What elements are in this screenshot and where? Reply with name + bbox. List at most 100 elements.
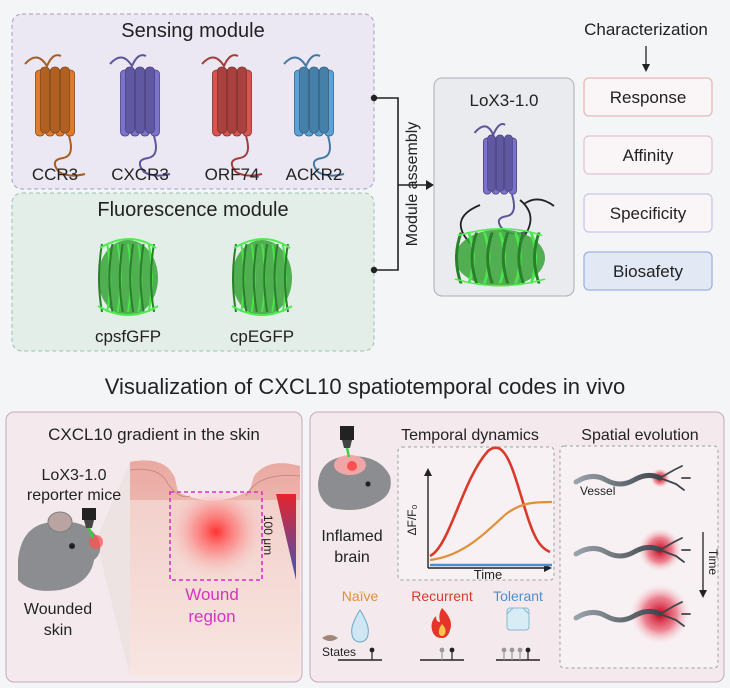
vessel-sequence	[573, 465, 691, 644]
gfp-cpegfp-strand	[263, 243, 269, 313]
receptor-cxcr3-helix	[135, 66, 145, 134]
state-label-0: Naïve	[342, 588, 379, 604]
spatial-title: Spatial evolution	[581, 427, 698, 444]
time-arrow-head	[699, 590, 707, 598]
chart-x-label: Time	[474, 567, 502, 582]
gfp-cpegfp-barrel	[232, 240, 292, 316]
state-pin-head	[509, 647, 515, 653]
inflammation-spot	[347, 461, 357, 471]
gfp-cpsfgfp-strand	[118, 243, 124, 313]
gradient-scale	[276, 494, 296, 580]
objective-icon	[82, 508, 96, 539]
gfp-cpsfgfp-strand	[98, 243, 103, 313]
assembly-arrow-head	[426, 180, 434, 190]
receptor-ccr3	[24, 54, 86, 177]
characterization-column: Characterization ResponseAffinitySpecifi…	[583, 20, 713, 291]
flame-icon	[431, 608, 451, 638]
ice-cube-edge-icon	[506, 607, 530, 615]
gfp-cpsfgfp-strand	[108, 243, 114, 313]
characterization-label: Specificity	[610, 204, 687, 223]
mouse-ear	[47, 511, 73, 533]
product-title: LoX3-1.0	[470, 91, 539, 110]
characterization-title: Characterization	[584, 20, 708, 39]
product-gfp-strand	[470, 232, 479, 284]
vessel-label: Vessel	[580, 484, 615, 498]
naive-curve	[429, 500, 553, 562]
flame-core-icon	[438, 624, 446, 636]
receptor-orf74-helix	[227, 66, 237, 134]
product-gfp-strand	[501, 232, 510, 284]
objective-body	[82, 508, 96, 520]
product-gfp	[454, 228, 546, 287]
temporal-title: Temporal dynamics	[401, 427, 539, 444]
wound-glow	[170, 492, 262, 580]
gfp-cpegfp-strand	[232, 243, 237, 313]
receptor-ccr3-n-terminus	[24, 54, 62, 69]
state-pin-head	[517, 647, 523, 653]
mouse-label-1: Wounded	[24, 601, 92, 618]
characterization-label: Affinity	[623, 146, 674, 165]
mouse-small-icon	[322, 635, 338, 641]
chart-y-label: ΔF/F₀	[405, 504, 419, 535]
gfp-cpsfgfp-barrel	[98, 240, 158, 316]
gfp-cpegfp-strand	[252, 243, 258, 313]
bracket-dot-top	[370, 94, 378, 102]
sensing-module-title: Sensing module	[121, 20, 264, 42]
fluorescent-protein-list: cpsfGFP cpEGFP	[95, 238, 294, 346]
receptor-ackr2-helix	[309, 66, 319, 134]
zoom-projection	[96, 462, 130, 676]
receptor-cxcr3-helix	[125, 66, 135, 134]
skin-panel: CXCL10 gradient in the skin Wound region…	[5, 411, 303, 683]
water-drop-icon	[351, 609, 369, 643]
brain-panel: Temporal dynamics Spatial evolution Infl…	[309, 411, 725, 683]
bracket-dot-bottom	[370, 266, 378, 274]
state-pin-head	[501, 647, 507, 653]
assembly-connector: Module assembly	[370, 94, 434, 274]
scale-label: 100 μm	[261, 515, 275, 555]
states-label: States	[322, 645, 356, 659]
gfp-cpegfp-strand	[273, 243, 279, 313]
assembly-bracket	[374, 97, 399, 271]
objective-lens	[84, 520, 94, 528]
characterization-item-specificity	[583, 193, 713, 233]
receptor-cxcr3-n-terminus	[109, 54, 147, 69]
receptor-label: ACKR2	[286, 165, 343, 184]
receptor-orf74-helix	[217, 66, 227, 134]
receptor-label: CCR3	[32, 165, 78, 184]
receptor-orf74-n-terminus	[201, 54, 239, 69]
state-pin-head	[439, 647, 445, 653]
gfp-label: cpsfGFP	[95, 327, 161, 346]
brain-objective-body	[340, 426, 354, 440]
objective-beam	[87, 527, 95, 539]
state-pin-head	[449, 647, 455, 653]
recurrent-curve	[429, 446, 551, 558]
receptor-ccr3-helix	[50, 66, 60, 134]
vessel-branch	[659, 537, 691, 563]
receptor-ackr2	[283, 54, 345, 177]
product-gfp-strand	[455, 232, 463, 284]
sensing-module-panel	[11, 13, 375, 190]
receptor-orf74	[201, 54, 263, 177]
product-gfp-strand	[486, 232, 494, 284]
characterization-arrow-head	[642, 64, 650, 72]
product-gfp-loops	[454, 228, 546, 287]
gfp-cpsfgfp-strand	[150, 243, 155, 313]
assembly-label: Module assembly	[404, 122, 421, 247]
receptor-ccr3-c-terminus	[53, 135, 86, 177]
gfp-label: cpEGFP	[230, 327, 294, 346]
characterization-label: Response	[610, 88, 687, 107]
receptor-cxcr3-helix	[145, 66, 155, 134]
vessel	[573, 544, 663, 559]
gfp-cpegfp	[231, 238, 293, 316]
gfp-cpegfp-strand	[242, 243, 248, 313]
state-label-1: Recurrent	[411, 588, 473, 604]
receptor-cxcr3-c-terminus	[138, 135, 171, 177]
mouse-label-2: skin	[44, 622, 72, 639]
product-gfp-strand	[517, 232, 525, 284]
